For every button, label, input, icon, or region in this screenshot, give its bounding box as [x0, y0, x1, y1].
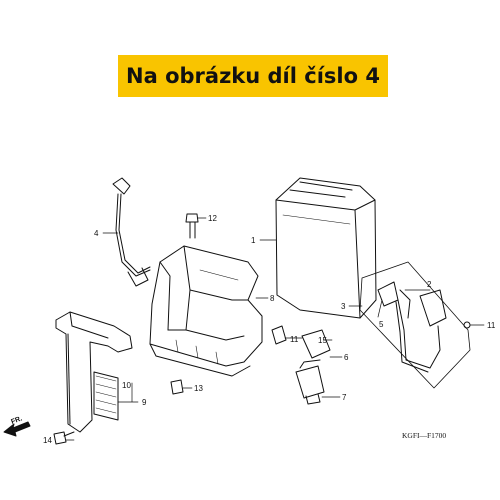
- leader-lines: [65, 217, 485, 441]
- bracket-drawing: [55, 311, 133, 433]
- callout-2: 2: [427, 280, 432, 289]
- front-label: FR.: [10, 415, 23, 425]
- battery-case-drawing: [149, 245, 263, 377]
- callout-4: 4: [94, 229, 99, 238]
- callout-10: 10: [122, 381, 131, 390]
- callout-5: 5: [379, 320, 384, 329]
- part-banner: Na obrázku díl číslo 4: [118, 55, 388, 97]
- callout-11-relay: 11: [290, 335, 299, 344]
- bolt-14-drawing: [53, 431, 75, 445]
- cable-drawing: [112, 177, 151, 287]
- battery-drawing: [275, 177, 377, 319]
- callout-6: 6: [344, 353, 349, 362]
- callout-13: 13: [194, 384, 203, 393]
- front-arrow: [3, 421, 31, 437]
- callout-3: 3: [341, 302, 346, 311]
- callout-15: 15: [318, 336, 327, 345]
- callout-8: 8: [270, 294, 275, 303]
- callout-12: 12: [208, 214, 217, 223]
- callout-9: 9: [142, 398, 147, 407]
- relay-drawing: [271, 325, 331, 405]
- callout-1: 1: [251, 236, 256, 245]
- callout-14: 14: [43, 436, 52, 445]
- diagram-code: KGFI—F1700: [402, 431, 446, 440]
- banner-text: Na obrázku díl číslo 4: [126, 64, 380, 88]
- clip-13-drawing: [170, 379, 184, 395]
- cable-set-drawing: [359, 261, 471, 389]
- callout-11-cable: 11: [487, 321, 496, 330]
- callout-7: 7: [342, 393, 347, 402]
- bolt-12-drawing: [185, 213, 199, 239]
